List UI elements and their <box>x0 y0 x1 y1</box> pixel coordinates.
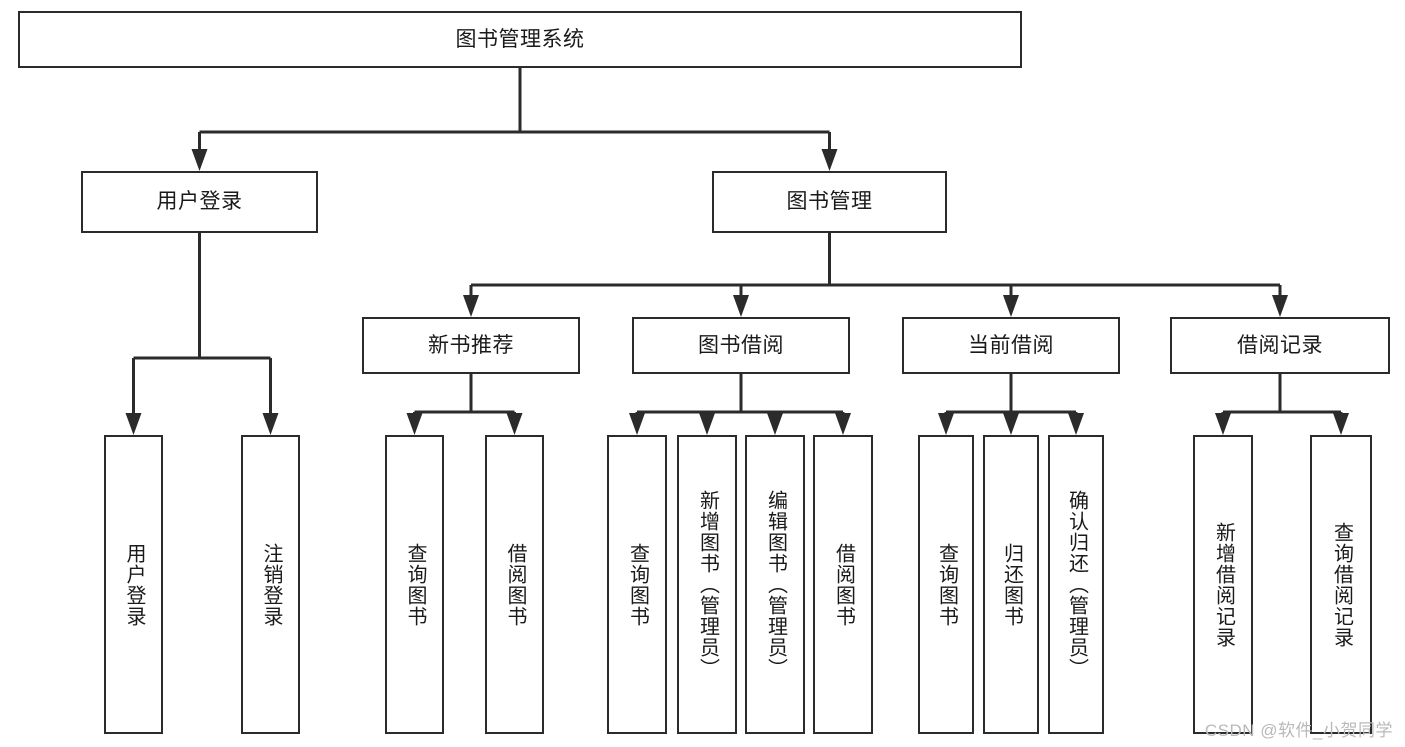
node-leaf-6[interactable]: 新增图书（管理员） <box>677 435 737 734</box>
node-leaf-4[interactable]: 借阅图书 <box>485 435 544 734</box>
node-leaf-5[interactable]: 查询图书 <box>607 435 667 734</box>
node-label: 查询图书 <box>404 542 426 627</box>
node-label: 注销登录 <box>260 542 282 627</box>
node-label: 确认归还（管理员） <box>1065 490 1088 679</box>
node-leaf-2[interactable]: 注销登录 <box>241 435 300 734</box>
node-label: 查询借阅记录 <box>1330 521 1353 648</box>
node-new-book-rec[interactable]: 新书推荐 <box>362 317 580 374</box>
node-label: 图书借阅 <box>698 333 784 357</box>
node-label: 图书管理系统 <box>455 27 585 51</box>
node-current-borrow[interactable]: 当前借阅 <box>902 317 1120 374</box>
node-label: 查询图书 <box>935 542 958 627</box>
node-book-borrow[interactable]: 图书借阅 <box>632 317 850 374</box>
node-root[interactable]: 图书管理系统 <box>18 11 1022 68</box>
node-label: 借阅记录 <box>1237 333 1323 357</box>
node-borrow-record[interactable]: 借阅记录 <box>1170 317 1390 374</box>
node-leaf-8[interactable]: 借阅图书 <box>813 435 873 734</box>
node-user-login[interactable]: 用户登录 <box>81 171 318 233</box>
node-label: 查询图书 <box>626 542 649 627</box>
node-leaf-12[interactable]: 新增借阅记录 <box>1193 435 1253 734</box>
node-leaf-11[interactable]: 确认归还（管理员） <box>1048 435 1104 734</box>
node-label: 新增图书（管理员） <box>696 490 719 679</box>
node-label: 新书推荐 <box>428 333 514 357</box>
node-label: 编辑图书（管理员） <box>764 490 787 679</box>
node-label: 新增借阅记录 <box>1212 521 1235 648</box>
node-book-manage[interactable]: 图书管理 <box>712 171 947 233</box>
node-label: 图书管理 <box>786 190 873 214</box>
node-label: 归还图书 <box>1000 542 1023 627</box>
node-label: 用户登录 <box>156 190 243 214</box>
node-leaf-7[interactable]: 编辑图书（管理员） <box>745 435 805 734</box>
node-label: 借阅图书 <box>504 542 526 627</box>
watermark: CSDN @软件_小贺同学 <box>1204 721 1393 740</box>
node-label: 当前借阅 <box>968 333 1054 357</box>
node-label: 借阅图书 <box>832 542 855 627</box>
node-leaf-1[interactable]: 用户登录 <box>104 435 163 734</box>
node-leaf-13[interactable]: 查询借阅记录 <box>1310 435 1372 734</box>
node-leaf-9[interactable]: 查询图书 <box>918 435 974 734</box>
node-leaf-10[interactable]: 归还图书 <box>983 435 1039 734</box>
node-leaf-3[interactable]: 查询图书 <box>385 435 444 734</box>
node-label: 用户登录 <box>123 542 145 627</box>
